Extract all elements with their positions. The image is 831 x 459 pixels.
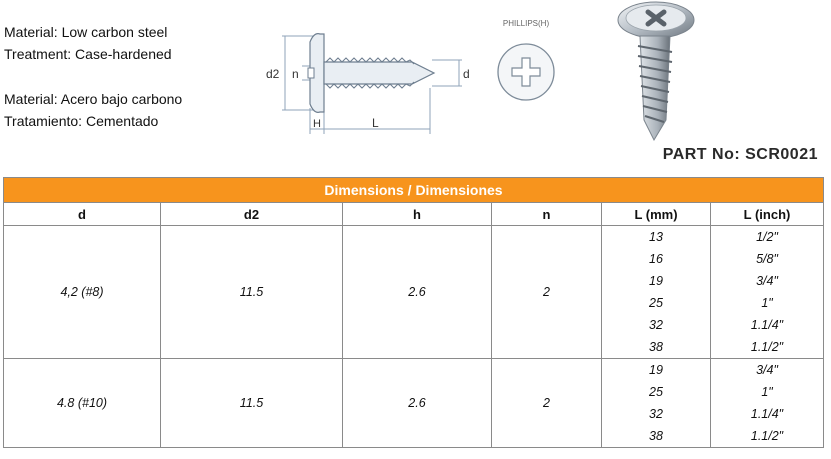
table-row: 32 1.1/4" xyxy=(4,314,825,336)
length-inch-cell: 1.1/2" xyxy=(709,425,825,448)
group2-n: 2 xyxy=(491,358,602,448)
label-H: H xyxy=(313,118,321,130)
table-row: 32 1.1/4" xyxy=(4,403,825,425)
material-label-en: Material: Low carbon steel xyxy=(4,24,168,40)
length-inch-cell: 3/4" xyxy=(709,358,825,381)
table-row: 25 1" xyxy=(4,381,825,403)
group1-h: 2.6 xyxy=(342,225,492,359)
group1-d2: 11.5 xyxy=(160,225,343,359)
length-mm-cell: 38 xyxy=(601,425,711,448)
dimensions-table: Dimensions / Dimensiones d d2 h n L (mm)… xyxy=(2,177,825,448)
length-mm-cell: 13 xyxy=(601,225,711,248)
group1-n: 2 xyxy=(491,225,602,359)
group1-d: 4,2 (#8) xyxy=(3,225,161,359)
length-inch-cell: 1.1/4" xyxy=(709,403,825,425)
table-row: 38 1.1/2" xyxy=(4,336,825,359)
length-inch-cell: 5/8" xyxy=(709,248,825,270)
material-spanish: Material: Acero bajo carbono Tratamiento… xyxy=(4,88,182,132)
table-row: 4,2 (#8) 11.5 2.6 2 13 1/2" xyxy=(3,225,825,359)
treatment-label-es: Tratamiento: Cementado xyxy=(4,113,159,129)
group2-d2: 11.5 xyxy=(160,358,343,448)
material-label-es: Material: Acero bajo carbono xyxy=(4,91,183,107)
part-number: PART No: SCR0021 xyxy=(662,146,818,163)
column-header-length-inch: L (inch) xyxy=(709,202,825,226)
length-inch-cell: 1" xyxy=(709,381,825,403)
column-header-d2: d2 xyxy=(160,202,343,226)
screw-side-diagram: d2 n d H L xyxy=(266,33,470,134)
length-mm-cell: 16 xyxy=(601,248,711,270)
column-header-length-mm: L (mm) xyxy=(601,202,711,226)
length-mm-cell: 38 xyxy=(601,336,711,359)
column-header-d: d xyxy=(3,202,161,226)
length-inch-cell: 3/4" xyxy=(709,270,825,292)
length-mm-cell: 32 xyxy=(601,403,711,425)
label-d: d xyxy=(463,67,470,81)
label-L: L xyxy=(372,116,379,130)
length-inch-cell: 1.1/2" xyxy=(709,336,825,359)
table-row: 38 1.1/2" xyxy=(4,425,825,448)
length-inch-cell: 1/2" xyxy=(709,225,825,248)
table-row: 19 3/4" xyxy=(4,270,825,292)
table-row: 4.8 (#10) 11.5 2.6 2 19 3/4" xyxy=(3,358,825,448)
table-row: 16 5/8" xyxy=(4,248,825,270)
length-mm-cell: 19 xyxy=(601,358,711,381)
table-title: Dimensions / Dimensiones xyxy=(2,177,825,203)
table-row: 25 1" xyxy=(4,292,825,314)
label-n: n xyxy=(292,67,299,81)
column-header-n: n xyxy=(491,202,602,226)
column-header-h: h xyxy=(342,202,492,226)
length-inch-cell: 1" xyxy=(709,292,825,314)
length-inch-cell: 1.1/4" xyxy=(709,314,825,336)
length-mm-cell: 25 xyxy=(601,292,711,314)
treatment-label-en: Treatment: Case-hardened xyxy=(4,46,172,62)
length-mm-cell: 19 xyxy=(601,270,711,292)
material-english: Material: Low carbon steel Treatment: Ca… xyxy=(4,21,172,65)
screw-photo xyxy=(617,1,695,142)
length-mm-cell: 32 xyxy=(601,314,711,336)
group2-d: 4.8 (#10) xyxy=(3,358,161,448)
phillips-head-diagram: PHILLIPS(H) xyxy=(497,19,555,101)
label-d2: d2 xyxy=(266,67,280,81)
phillips-label: PHILLIPS(H) xyxy=(503,19,550,28)
length-mm-cell: 25 xyxy=(601,381,711,403)
group2-h: 2.6 xyxy=(342,358,492,448)
